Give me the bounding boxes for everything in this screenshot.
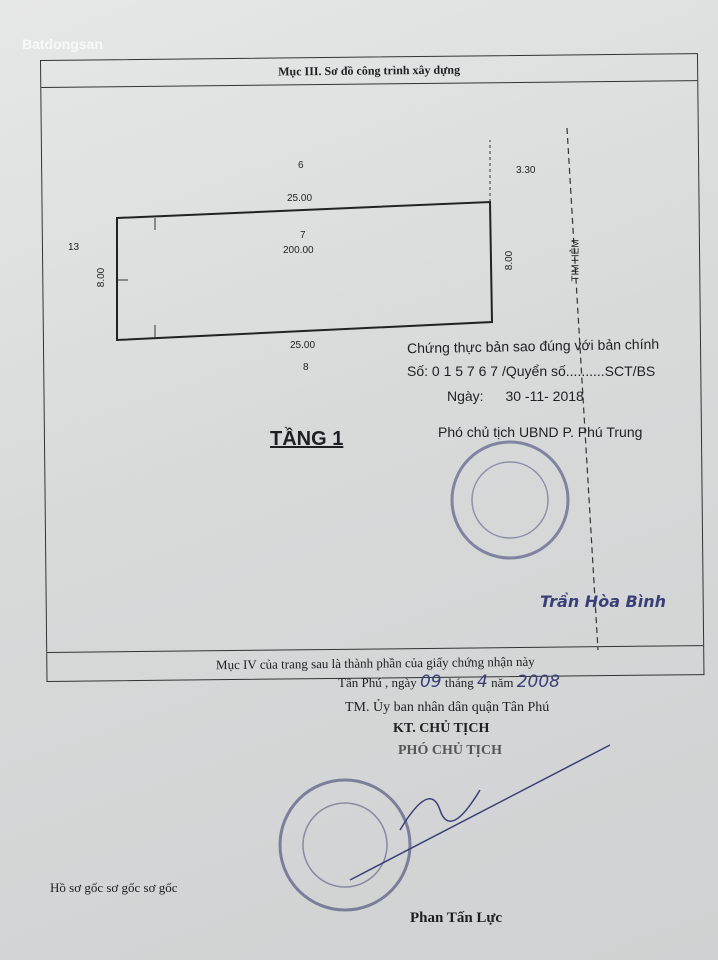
cert-date: 30 -11- 2018	[505, 388, 584, 404]
issue-role1: KT. CHỦ TỊCH	[393, 721, 490, 736]
issue-day: 09	[419, 672, 442, 692]
stamp-ward	[450, 440, 570, 560]
watermark: Batdongsan	[22, 36, 103, 52]
lot-left: 13	[68, 242, 80, 253]
day-label: , ngày	[384, 675, 417, 690]
month-label: tháng	[444, 675, 474, 690]
bottom-left-note: Hồ sơ gốc sơ gốc sơ gốc	[50, 880, 178, 895]
lot-below: 8	[303, 362, 309, 373]
depth-right: 8.00	[504, 250, 516, 271]
lot-outline	[116, 200, 494, 342]
depth-left: 8.00	[96, 267, 108, 288]
lot-number: 7	[300, 230, 306, 241]
year-label: năm	[491, 675, 514, 690]
issue-year: 2008	[516, 672, 560, 692]
cert-book: /Quyển số..........SCT/BS	[501, 363, 656, 379]
alley-label: TIM HẺM	[570, 239, 582, 282]
lot-above: 6	[298, 160, 304, 171]
cert-number: 0 1 5 7 6 7	[431, 363, 499, 379]
cert-signer: Trần Hòa Bình	[540, 592, 667, 611]
floor-label: TẦNG 1	[270, 428, 344, 450]
cert-title: Phó chủ tịch UBND P. Phú Trung	[438, 424, 643, 440]
signature-stroke	[349, 744, 611, 881]
cert-number-label: Số:	[407, 363, 429, 379]
alley-centerline	[566, 127, 599, 651]
issue-role2: PHÓ CHỦ TỊCH	[398, 743, 502, 758]
cert-date-row: Ngày: 30 -11- 2018	[447, 388, 584, 404]
issue-place: Tân Phú	[338, 675, 382, 690]
cert-number-row: Số: 0 1 5 7 6 7 /Quyển số..........SCT/B…	[407, 363, 655, 379]
issue-signer: Phan Tấn Lực	[410, 910, 503, 926]
stamp-district	[278, 778, 412, 912]
lot-area: 200.00	[283, 245, 314, 256]
issue-month: 4	[477, 672, 488, 692]
width-bottom: 25.00	[290, 340, 316, 351]
issue-date-row: Tân Phú , ngày 09 tháng 4 năm 2008	[338, 672, 560, 692]
issue-org: TM. Ủy ban nhân dân quận Tân Phú	[345, 700, 550, 715]
cert-date-label: Ngày:	[447, 388, 484, 404]
width-top: 25.00	[287, 193, 313, 204]
alley-width: 3.30	[516, 165, 536, 176]
